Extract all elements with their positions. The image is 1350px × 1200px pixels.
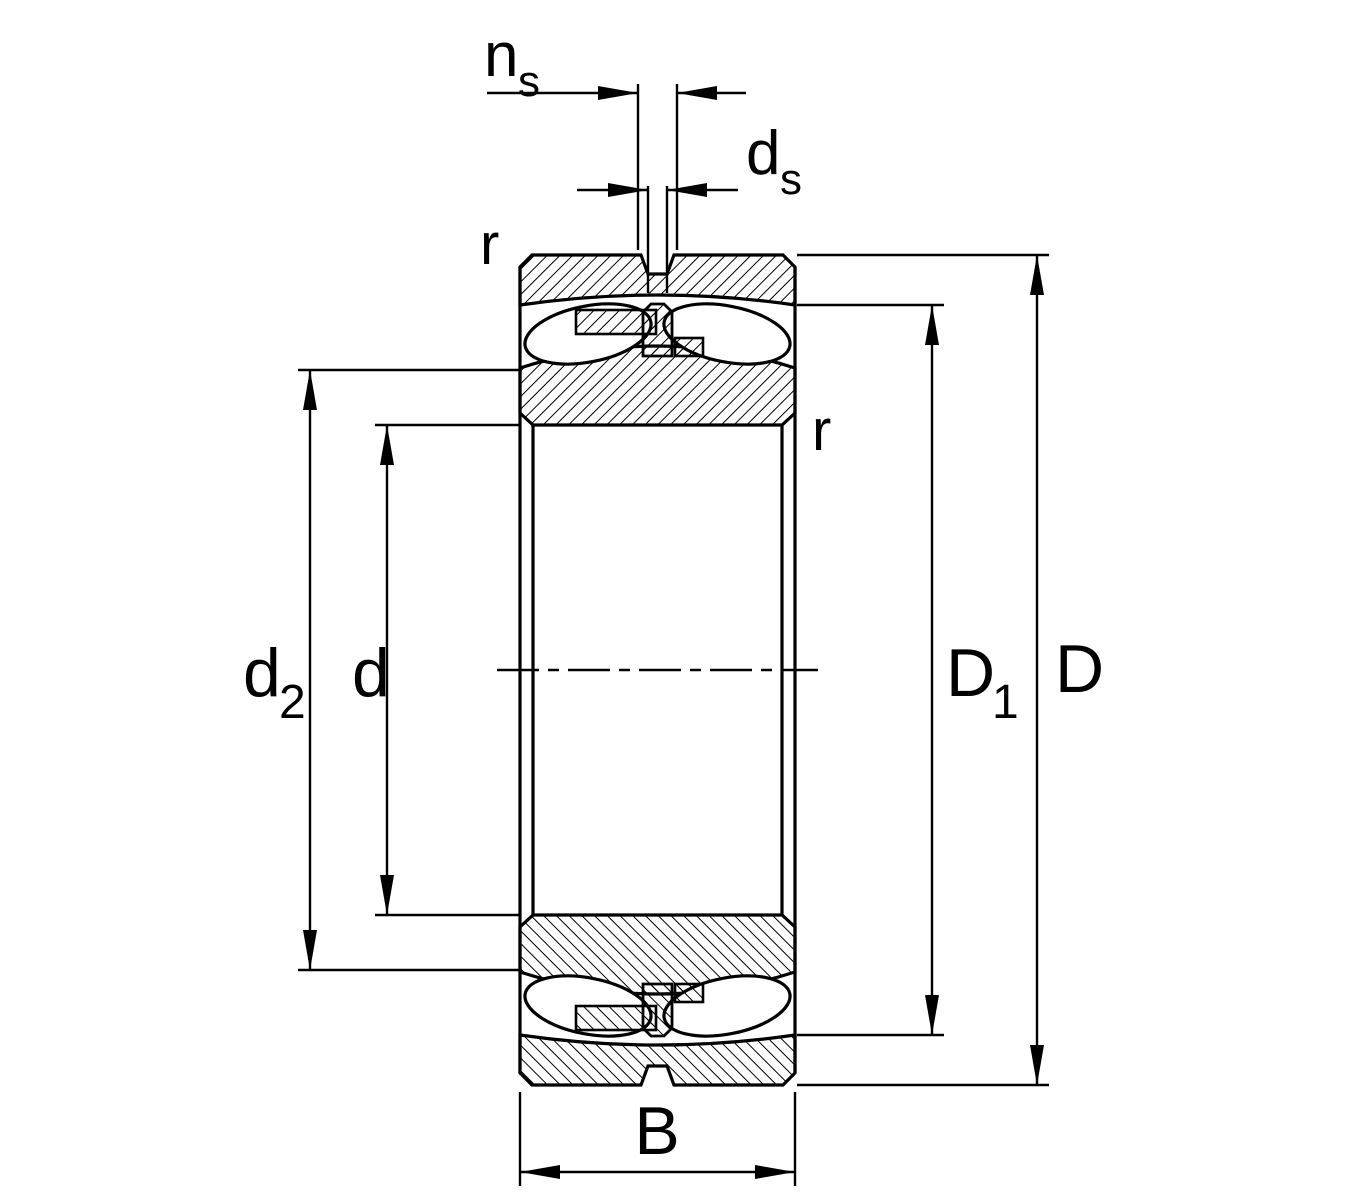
ds-arrow-right [667, 183, 707, 197]
d-arrow-bottom [380, 875, 394, 915]
label-D1: D [946, 635, 995, 711]
D1-arrow-top [925, 305, 939, 345]
dimension-ds: d s [577, 119, 802, 293]
D1-arrow-bottom [925, 995, 939, 1035]
D-arrow-top [1030, 255, 1044, 295]
bearing-top-half [518, 253, 797, 672]
label-ds-sub: s [780, 155, 802, 204]
D-arrow-bottom [1030, 1045, 1044, 1085]
d2-arrow-top [303, 370, 317, 410]
ns-arrow-right [677, 86, 717, 100]
dimension-d: d [352, 423, 520, 917]
label-d2: d [243, 635, 281, 711]
d2-arrow-bottom [303, 930, 317, 970]
label-d: d [352, 635, 390, 711]
label-B: B [634, 1093, 679, 1169]
ds-arrow-left [608, 183, 648, 197]
label-r-inner: r [812, 398, 831, 463]
label-r-outer: r [480, 212, 499, 277]
label-ds: d [746, 119, 780, 188]
B-arrow-right [755, 1165, 795, 1179]
dimension-B: B [518, 1092, 797, 1186]
B-arrow-left [520, 1165, 560, 1179]
d-arrow-top [380, 425, 394, 465]
label-d2-sub: 2 [279, 676, 306, 729]
dimension-D1: D 1 [797, 303, 1019, 1037]
label-D1-sub: 1 [992, 676, 1019, 729]
ns-arrow-left [598, 86, 638, 100]
dimension-d2: d 2 [243, 368, 520, 972]
dimension-ns: n s [484, 21, 746, 250]
label-ns: n [484, 21, 518, 90]
label-D: D [1055, 631, 1104, 707]
dimension-D: D [797, 253, 1104, 1087]
bearing-bottom-half [518, 668, 797, 1087]
label-ns-sub: s [518, 57, 540, 106]
